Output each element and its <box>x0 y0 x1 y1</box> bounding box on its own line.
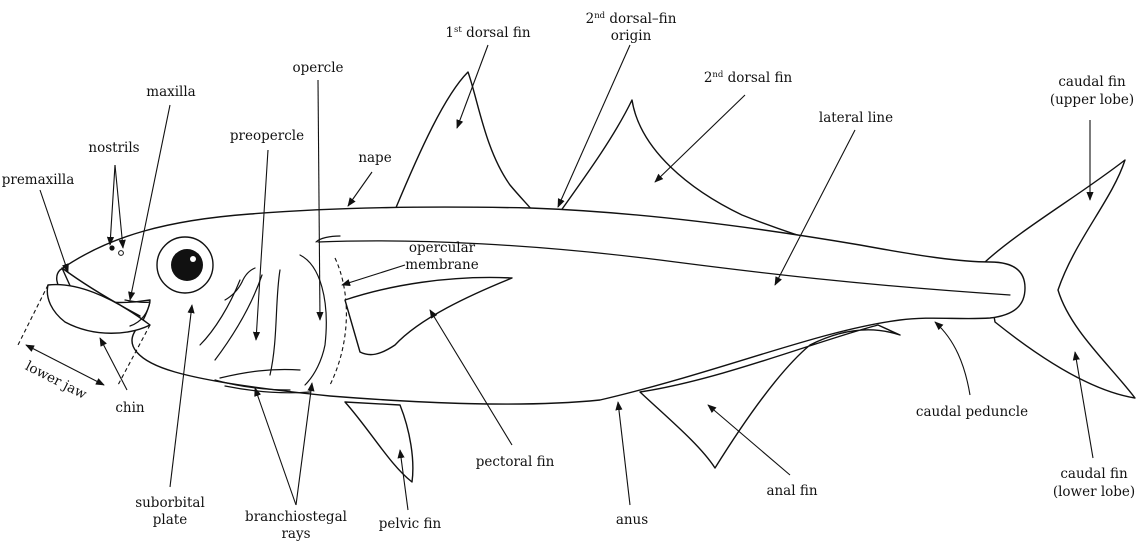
label-opercular-1: opercular <box>409 240 476 256</box>
second-dorsal-arrow <box>654 94 746 183</box>
nostril-front <box>109 245 115 251</box>
maxilla-arrow <box>128 104 171 301</box>
branchiostegal-arrow-2 <box>295 382 315 506</box>
label-suborbital-2: plate <box>153 512 187 528</box>
lateral-line-arrow <box>774 129 856 286</box>
pelvic-fin-shape <box>344 401 414 483</box>
label-second-dorsal-origin-line2: origin <box>611 28 652 44</box>
label-anus: anus <box>616 512 648 528</box>
label-opercle: opercle <box>292 60 343 76</box>
anus-arrow <box>615 401 631 506</box>
nostrils-arrow-2 <box>114 164 126 249</box>
label-anal-fin: anal fin <box>766 483 817 499</box>
preopercle-arrow <box>252 149 269 341</box>
branchiostegal-ray-1 <box>214 379 291 391</box>
label-first-dorsal-fin: 1st dorsal fin <box>445 25 530 41</box>
anal-fin-arrow <box>707 404 791 476</box>
label-nostrils: nostrils <box>88 140 139 156</box>
opercle-lower <box>219 368 301 379</box>
maxilla-shape <box>124 299 151 327</box>
eye-pupil <box>171 249 203 281</box>
preopercle-edge <box>199 279 241 346</box>
label-caudal-upper-2: (upper lobe) <box>1050 92 1134 108</box>
first-dorsal-arrow <box>456 44 489 129</box>
label-opercular-2: membrane <box>405 257 478 273</box>
label-caudal-peduncle: caudal peduncle <box>916 404 1028 420</box>
label-branchiostegal-1: branchiostegal <box>245 509 347 525</box>
lower-jaw-dash-left <box>17 284 49 346</box>
suborbital-edge <box>224 267 256 301</box>
preopercle-ridge <box>214 274 263 361</box>
caudal-lower-arrow <box>1072 351 1094 459</box>
label-chin: chin <box>115 400 145 416</box>
premaxilla-arrow <box>39 189 69 273</box>
lower-jaw-dash-right <box>117 324 151 386</box>
branchiostegal-arrow-1 <box>254 387 297 506</box>
opercle-margin <box>299 254 327 386</box>
label-branchiostegal-2: rays <box>281 526 310 541</box>
lateral-line-path <box>317 240 1011 296</box>
label-preopercle: preopercle <box>230 128 304 144</box>
label-lower-jaw: lower jaw <box>23 358 90 403</box>
label-nape: nape <box>358 150 391 166</box>
lower-jaw-dimension-arrow <box>25 344 105 386</box>
label-caudal-lower-2: (lower lobe) <box>1053 484 1135 500</box>
caudal-fin-shape <box>984 159 1136 399</box>
nostril-back <box>118 250 124 256</box>
first-dorsal-fin-shape <box>394 71 533 211</box>
pectoral-fin-shape <box>344 276 513 356</box>
label-second-dorsal-fin: 2nd dorsal fin <box>704 70 793 86</box>
nape-arrow <box>347 171 373 207</box>
lower-jaw-shape <box>46 283 151 334</box>
label-second-dorsal-origin: 2nd dorsal–fin <box>586 11 677 27</box>
label-caudal-upper-1: caudal fin <box>1058 74 1126 90</box>
pectoral-fin-arrow <box>429 309 513 446</box>
chin-arrow <box>99 337 128 391</box>
opercle-arrow <box>316 79 324 321</box>
label-caudal-lower-1: caudal fin <box>1060 466 1128 482</box>
caudal-peduncle-arrow <box>934 321 971 396</box>
label-lateral-line: lateral line <box>819 110 893 126</box>
label-premaxilla: premaxilla <box>2 172 75 188</box>
label-pelvic-fin: pelvic fin <box>379 516 442 532</box>
second-dorsal-origin-arrow <box>557 44 631 208</box>
suborbital-arrow <box>169 304 195 488</box>
opercular-membrane-outline <box>329 257 347 386</box>
nostrils-arrow-1 <box>106 164 116 246</box>
opercular-membrane-arrow <box>341 264 406 286</box>
anal-fin-shape <box>639 324 901 469</box>
branchiostegal-ray-2 <box>224 385 311 394</box>
label-maxilla: maxilla <box>146 84 195 100</box>
label-pectoral-fin: pectoral fin <box>476 454 555 470</box>
body-outline <box>56 206 1026 405</box>
opercle-edge <box>269 269 281 376</box>
label-suborbital-1: suborbital <box>135 495 205 511</box>
pelvic-fin-arrow <box>397 449 409 511</box>
lateral-line-upper <box>315 235 341 243</box>
eye-highlight <box>190 256 196 262</box>
